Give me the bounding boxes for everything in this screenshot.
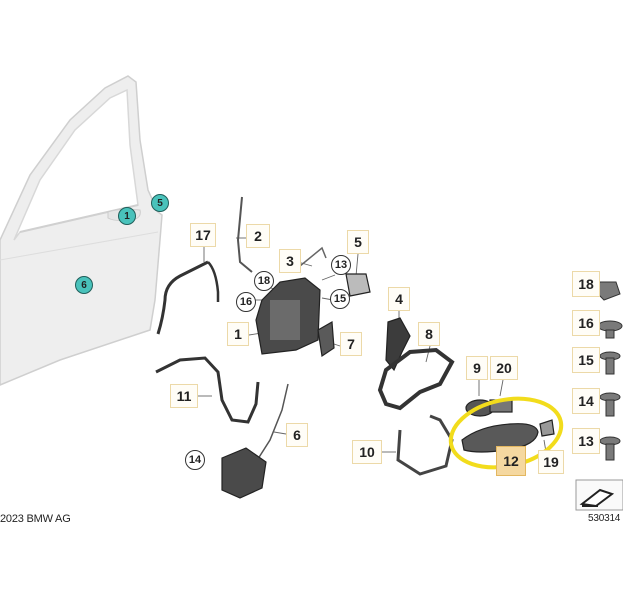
door-callout-6[interactable]: 6 [75,276,93,294]
part-label-4[interactable]: 4 [388,287,410,311]
part-callout-18[interactable]: 18 [254,271,274,291]
part-label-20[interactable]: 20 [490,356,518,380]
part-label-17[interactable]: 17 [190,223,216,247]
part-callout-14[interactable]: 14 [185,450,205,470]
door-callout-1[interactable]: 1 [118,207,136,225]
part-label-5[interactable]: 5 [347,230,369,254]
part-callout-13[interactable]: 13 [331,255,351,275]
legend-label-16[interactable]: 16 [572,310,600,336]
part-label-19[interactable]: 19 [538,450,564,474]
part-callout-15[interactable]: 15 [330,289,350,309]
legend-wrench-icon [575,479,623,511]
part-label-1[interactable]: 1 [227,322,249,346]
part-label-10[interactable]: 10 [352,440,382,464]
part-label-2[interactable]: 2 [246,224,270,248]
part-callout-16[interactable]: 16 [236,292,256,312]
part-label-8[interactable]: 8 [418,322,440,346]
image-number: 530314 [588,513,621,524]
part-label-6[interactable]: 6 [286,423,308,447]
copyright-text: 2023 BMW AG [0,513,71,525]
legend-label-13[interactable]: 13 [572,428,600,454]
door-illustration [0,75,163,386]
parts [155,196,555,499]
legend-label-15[interactable]: 15 [572,347,600,373]
door-callout-5[interactable]: 5 [151,194,169,212]
part-label-12[interactable]: 12 [496,446,526,476]
legend-label-18[interactable]: 18 [572,271,600,297]
legend-label-14[interactable]: 14 [572,388,600,414]
part-label-11[interactable]: 11 [170,384,198,408]
part-label-9[interactable]: 9 [466,356,488,380]
part-label-7[interactable]: 7 [340,332,362,356]
part-label-3[interactable]: 3 [279,249,301,273]
